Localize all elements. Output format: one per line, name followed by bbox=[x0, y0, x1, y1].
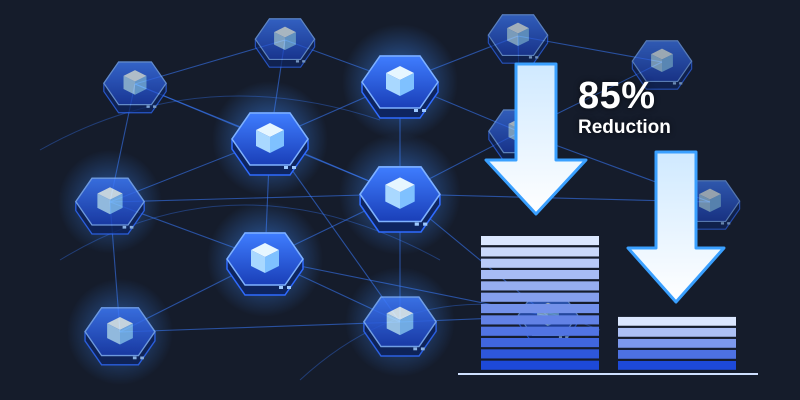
cube-icon bbox=[699, 188, 721, 213]
cube-icon bbox=[251, 243, 279, 273]
network-node bbox=[631, 40, 693, 90]
network-node bbox=[342, 24, 458, 140]
bar-after bbox=[618, 316, 736, 370]
network-node bbox=[103, 61, 167, 114]
bar-segment bbox=[618, 349, 736, 359]
cube-icon bbox=[97, 187, 123, 215]
network-node bbox=[487, 14, 549, 64]
network-node bbox=[57, 149, 163, 254]
cube-icon bbox=[651, 48, 673, 73]
bar-before bbox=[481, 236, 599, 370]
bar-segment bbox=[618, 360, 736, 370]
cube-icon bbox=[107, 316, 133, 345]
bar-segment bbox=[481, 236, 599, 246]
down-arrow-icon bbox=[484, 62, 588, 216]
bar-segment bbox=[481, 315, 599, 325]
network-node bbox=[66, 278, 174, 386]
network-node bbox=[344, 266, 456, 377]
network-link bbox=[39, 95, 381, 151]
cube-icon bbox=[507, 22, 529, 47]
bar-segment bbox=[618, 338, 736, 348]
cube-icon bbox=[274, 26, 296, 51]
bar-segment bbox=[481, 270, 599, 280]
reduction-callout: 85% Reduction bbox=[578, 76, 698, 139]
cube-icon bbox=[385, 177, 415, 209]
bar-segment bbox=[481, 338, 599, 348]
bar-segment bbox=[481, 281, 599, 291]
bar-segment bbox=[481, 247, 599, 257]
network-node bbox=[207, 201, 323, 317]
bar-segment bbox=[481, 326, 599, 336]
bar-segment bbox=[618, 327, 736, 337]
reduction-label: Reduction bbox=[578, 117, 671, 138]
bar-segment bbox=[481, 349, 599, 359]
cube-icon bbox=[256, 123, 284, 153]
network-node bbox=[254, 18, 316, 68]
network-node bbox=[339, 133, 461, 256]
bar-segment bbox=[481, 292, 599, 302]
bar-segment bbox=[481, 258, 599, 268]
network-node bbox=[212, 81, 328, 197]
bar-segment bbox=[618, 316, 736, 326]
cube-icon bbox=[386, 66, 414, 96]
reduction-percentage: 85% bbox=[578, 75, 656, 117]
bar-segment bbox=[481, 360, 599, 370]
down-arrow-icon bbox=[626, 150, 726, 304]
bar-segment bbox=[481, 304, 599, 314]
